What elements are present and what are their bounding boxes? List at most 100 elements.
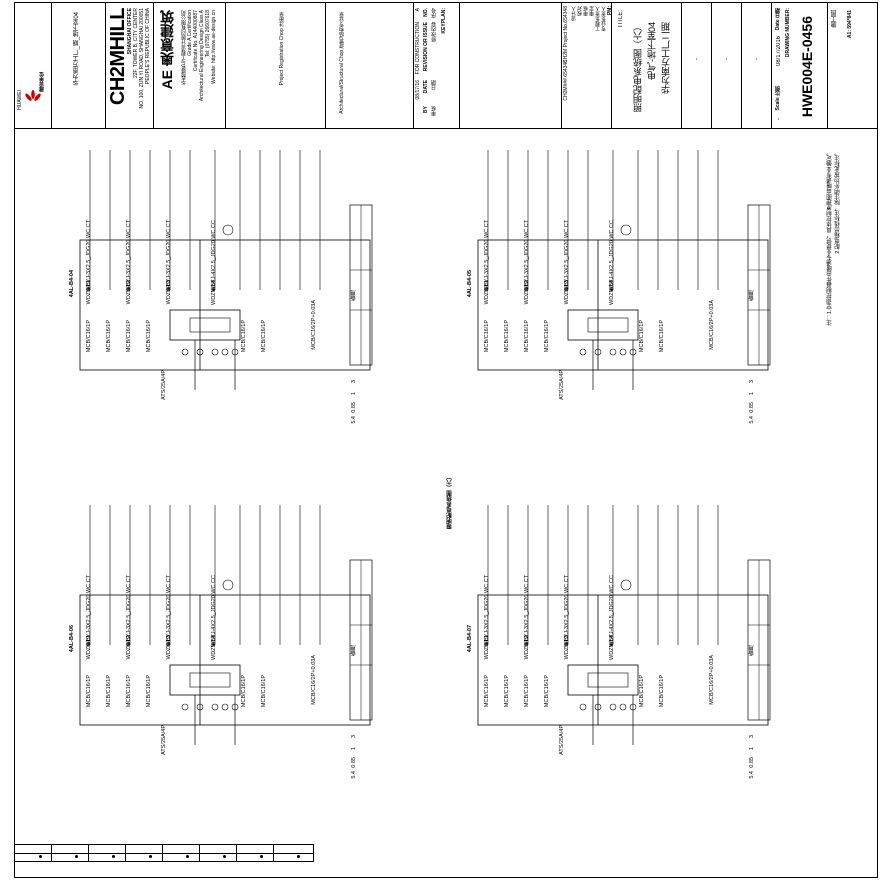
load-cell: 1 — [351, 747, 357, 751]
circuit-cable: WDZN-BYJ-3X2.5_JDG20 WC CT — [524, 220, 530, 305]
breaker-label: MCB/C16/1P — [639, 320, 645, 353]
circuit-cable: WDZN-BYJ-4X2.5_JDG20 WC CC — [211, 575, 217, 660]
table-cell — [126, 845, 163, 861]
circuit-id: WL3 — [564, 635, 570, 647]
circuit-id: WL1 — [86, 280, 92, 292]
circuit-id: WL1 — [484, 280, 490, 292]
circuit-cable: WDZN-BYJ-3X2.5_JDG20 WC CT — [86, 575, 92, 660]
circuit-cable: WDZN-BYJ-3X2.5_JDG20 WC CT — [86, 220, 92, 305]
circuit-id: WL2 — [524, 280, 530, 292]
table-cell — [200, 845, 237, 861]
circuit-id: WL4 — [609, 280, 615, 292]
breaker-label: MCB/C16/2P+0.03A — [709, 300, 715, 350]
panel-card: 4AL-B4-05 ATS/25A/4P MCB/C16/1P MCB/C16/… — [467, 180, 768, 430]
spare-label: 备用 — [749, 290, 755, 301]
project-info-cell: CH2M Project No.654348 CH2M###.654348 设计… — [562, 2, 613, 128]
load-cell: 1 — [749, 747, 755, 751]
breaker-label: MCB/C16/1P — [146, 320, 152, 353]
sheet-border — [14, 2, 878, 878]
title-block: HUAWEI 建设单位 华为南方工厂_期_地下室04 CH2MHILL SHAN… — [14, 2, 878, 129]
breaker-label: MCB/C16/1P — [241, 320, 247, 353]
dot-marker — [149, 855, 152, 858]
breaker-label: MCB/C16/1P — [544, 675, 550, 708]
main-breaker: ATS/25A/4P — [161, 725, 167, 755]
dot-marker — [186, 855, 189, 858]
circuit-id: WL4 — [609, 635, 615, 647]
circuit-id: WL1 — [484, 635, 490, 647]
circuit-cable: WDZN-BYJ-3X2.5_JDG20 WC CT — [126, 220, 132, 305]
breaker-label: MCB/C16/1P — [504, 675, 510, 708]
table-cell — [89, 845, 126, 861]
circuit-cable: WDZN-BYJ-3X2.5_JDG20 WC CT — [564, 575, 570, 660]
breaker-label: MCB/C16/1P — [106, 320, 112, 353]
breaker-label: MCB/C16/1P — [504, 320, 510, 353]
load-cell: 0.85 — [749, 757, 755, 768]
load-cell: 0.85 — [351, 757, 357, 768]
circuit-cable: WDZN-BYJ-3X2.5_JDG20 WC CT — [126, 575, 132, 660]
circuit-cable: WDZN-BYJ-3X2.5_JDG20 WC CT — [484, 575, 490, 660]
panel-card: 4AL-B4-04 ATS/25A/4P MCB/C16/1P MCB/C16/… — [69, 180, 370, 430]
circuit-cable: WDZN-BYJ-4X2.5_JDG20 WC CC — [609, 220, 615, 305]
panel-card: 4AL-B4-06 ATS/25A/4P MCB/C16/1P MCB/C16/… — [69, 535, 370, 785]
table-cell — [237, 845, 274, 861]
spare-label: 备用 — [351, 290, 357, 301]
panel-title: 4AL-B4-07 — [467, 625, 473, 653]
breaker-label: MCB/C16/1P — [544, 320, 550, 353]
consultant-cell: CH2MHILL SHANGHAI OFFICE 22F, TOWER B, C… — [106, 2, 154, 128]
table-divider — [15, 853, 313, 854]
circuit-cable: WDZN-BYJ-3X2.5_JDG20 WC CT — [564, 220, 570, 305]
breaker-label: MCB/C16/1P — [261, 675, 267, 708]
spare-label: 备用 — [351, 645, 357, 656]
circuit-cable: WDZN-BYJ-4X2.5_JDG20 WC CC — [609, 575, 615, 660]
breaker-label: MCB/C16/1P — [484, 320, 490, 353]
circuit-id: WL3 — [166, 280, 172, 292]
panel-title: 4AL-B4-04 — [69, 270, 75, 298]
circuit-cable: WDZN-BYJ-3X2.5_JDG20 WC CT — [524, 575, 530, 660]
breaker-label: MCB/C16/1P — [524, 675, 530, 708]
huawei-logo-icon — [25, 90, 41, 101]
breaker-label: MCB/C16/1P — [241, 675, 247, 708]
breaker-label: MCB/C16/1P — [659, 675, 665, 708]
load-cell: 5.4 — [749, 771, 755, 779]
circuit-id: WL2 — [524, 635, 530, 647]
dash-cell-3: - — [742, 2, 772, 128]
circuit-cable: WDZN-BYJ-3X2.5_JDG20 WC CT — [166, 575, 172, 660]
panel-title: 4AL-B4-05 — [467, 270, 473, 298]
dot-marker — [75, 855, 78, 858]
table-cell — [274, 845, 311, 861]
dot-marker — [260, 855, 263, 858]
breaker-label: MCB/C16/1P — [86, 675, 92, 708]
breaker-label: MCB/C16/1P — [659, 320, 665, 353]
panel-card: 4AL-B4-07 ATS/25A/4P MCB/C16/1P MCB/C16/… — [467, 535, 768, 785]
breaker-label: MCB/C16/2P+0.03A — [709, 655, 715, 705]
load-cell: 5.4 — [351, 771, 357, 779]
main-breaker: ATS/25A/4P — [559, 370, 565, 400]
table-cell — [15, 845, 52, 861]
drawing-title-cell: 华为南方工厂二期 电气-地下室04 照明配电系统图（六） TITLE: — [612, 2, 682, 128]
circuit-cable: WDZN-BYJ-4X2.5_JDG20 WC CC — [211, 220, 217, 305]
breaker-label: MCB/C16/1P — [126, 675, 132, 708]
client-logo-cell: HUAWEI 建设单位 — [14, 2, 52, 128]
dash-cell-2: - — [712, 2, 742, 128]
circuit-id: WL2 — [126, 635, 132, 647]
dash-cell: - — [682, 2, 712, 128]
table-cell — [52, 845, 89, 861]
breaker-label: MCB/C16/2P+0.03A — [311, 300, 317, 350]
breaker-label: MCB/C16/1P — [126, 320, 132, 353]
load-cell: 3 — [351, 735, 357, 739]
main-breaker: ATS/25A/4P — [161, 370, 167, 400]
breaker-label: MCB/C16/1P — [524, 320, 530, 353]
dot-marker — [39, 855, 42, 858]
circuit-cable: WDZN-BYJ-3X2.5_JDG20 WC CT — [484, 220, 490, 305]
breaker-label: MCB/C16/1P — [639, 675, 645, 708]
load-cell: 3 — [749, 735, 755, 739]
circuit-id: WL3 — [166, 635, 172, 647]
table-cell — [163, 845, 200, 861]
revision-cell: A FOR CONSTRUCTION 08/17/16 NO. REVISION… — [414, 2, 460, 128]
load-cell: 1 — [749, 392, 755, 396]
breaker-label: MCB/C16/1P — [146, 675, 152, 708]
load-cell: 1 — [351, 392, 357, 396]
date-scale-cell: Date 日期 08/17/2016 Scale 比例 - DRAWING NU… — [772, 2, 828, 128]
dot-marker — [297, 855, 300, 858]
bottom-legend-table — [14, 844, 314, 862]
